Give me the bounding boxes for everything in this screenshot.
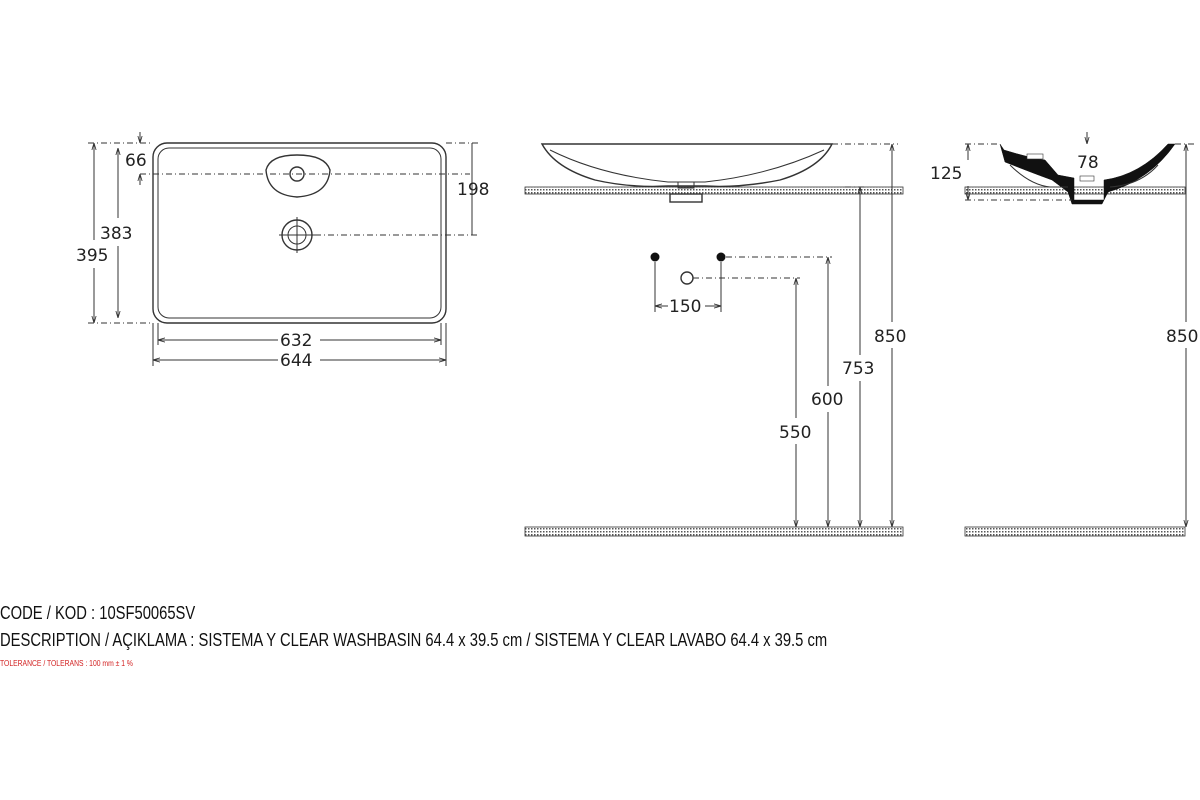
dim-125-label: 125 bbox=[930, 164, 962, 184]
dim-383-label: 383 bbox=[100, 224, 132, 244]
tap-deck-shape bbox=[265, 154, 331, 198]
countertop-slab bbox=[524, 186, 904, 195]
front-drain bbox=[669, 193, 703, 203]
dim-850-side-label: 850 bbox=[1166, 327, 1198, 347]
basin-side-profile bbox=[999, 143, 1176, 205]
dim-644-label: 644 bbox=[280, 351, 312, 371]
dim-66-label: 66 bbox=[125, 151, 147, 171]
dim-198-label: 198 bbox=[457, 180, 489, 200]
dim-550-label: 550 bbox=[779, 423, 811, 443]
dim-395-label: 395 bbox=[76, 246, 108, 266]
side-view: 125 78 850 bbox=[930, 132, 1198, 537]
dim-600-label: 600 bbox=[811, 390, 843, 410]
waste-outlet bbox=[680, 271, 694, 285]
plan-view: 66 198 383 395 632 644 bbox=[76, 132, 489, 371]
front-view: 150 550 600 753 850 bbox=[524, 143, 906, 537]
basin-front-profile bbox=[540, 143, 834, 188]
dim-850-front-label: 850 bbox=[874, 327, 906, 347]
tap-hole bbox=[289, 166, 305, 182]
fixing-point-left bbox=[650, 252, 660, 262]
product-code: CODE / KOD : 10SF50065SV bbox=[0, 603, 196, 623]
countertop-slab-side bbox=[964, 186, 1186, 195]
floor-slab-front bbox=[524, 526, 904, 537]
basin-outer-outline bbox=[152, 142, 447, 324]
fixing-point-right bbox=[716, 252, 726, 262]
dim-150-label: 150 bbox=[669, 297, 701, 317]
dim-78-label: 78 bbox=[1077, 153, 1099, 173]
tolerance-note: TOLERANCE / TOLERANS : 100 mm ± 1 % bbox=[0, 659, 133, 668]
dim-632-label: 632 bbox=[280, 331, 312, 351]
product-description: DESCRIPTION / AÇIKLAMA : SISTEMA Y CLEAR… bbox=[0, 630, 828, 650]
basin-inner-outline bbox=[157, 147, 442, 319]
floor-slab-side bbox=[964, 526, 1186, 537]
dim-753-label: 753 bbox=[842, 359, 874, 379]
